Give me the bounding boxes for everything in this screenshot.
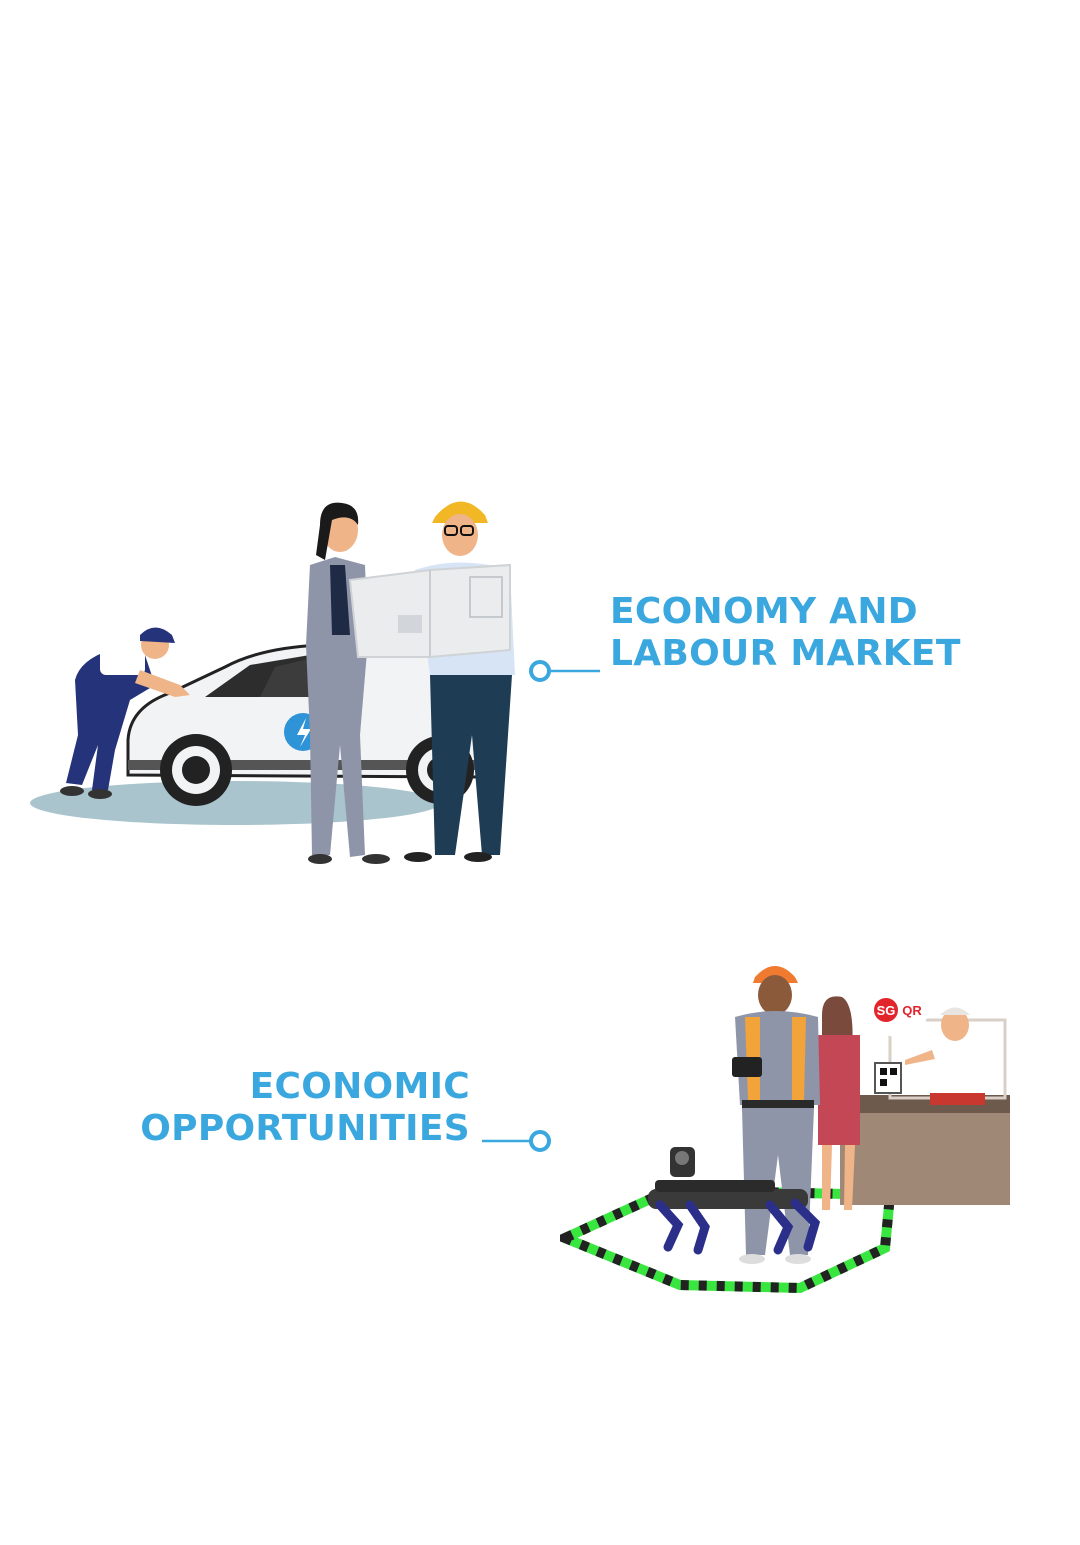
remote-controller-icon <box>732 1057 762 1077</box>
electric-car <box>126 643 482 806</box>
engineer <box>732 966 820 1264</box>
illustration-economic-opportunities: SG QR <box>560 966 1010 1294</box>
qr-code-icon <box>874 1062 902 1094</box>
food-stall <box>840 1018 1010 1205</box>
blueprint <box>348 563 511 658</box>
businesswoman <box>306 502 390 864</box>
sgqr-logo-sg: SG <box>877 1003 896 1018</box>
connector-marker-1 <box>529 660 600 682</box>
section-title-economy-labour: ECONOMY AND LABOUR MARKET <box>610 591 961 675</box>
connector-marker-2 <box>482 1130 551 1152</box>
section-title-line: ECONOMIC <box>249 1066 470 1107</box>
section-title-line: LABOUR MARKET <box>610 633 961 674</box>
mechanic <box>60 627 190 799</box>
hawker <box>905 1007 985 1090</box>
illustration-economy-labour <box>30 501 515 864</box>
section-title-economic-opportunities: ECONOMIC OPPORTUNITIES <box>140 1066 470 1150</box>
section-title-line: ECONOMY AND <box>610 591 918 632</box>
section-title-line: OPPORTUNITIES <box>140 1108 470 1149</box>
sgqr-logo-qr: QR <box>902 1003 922 1018</box>
sgqr-logo: SG QR <box>872 982 928 1038</box>
robot-dog <box>648 1147 821 1255</box>
customer <box>818 996 860 1210</box>
